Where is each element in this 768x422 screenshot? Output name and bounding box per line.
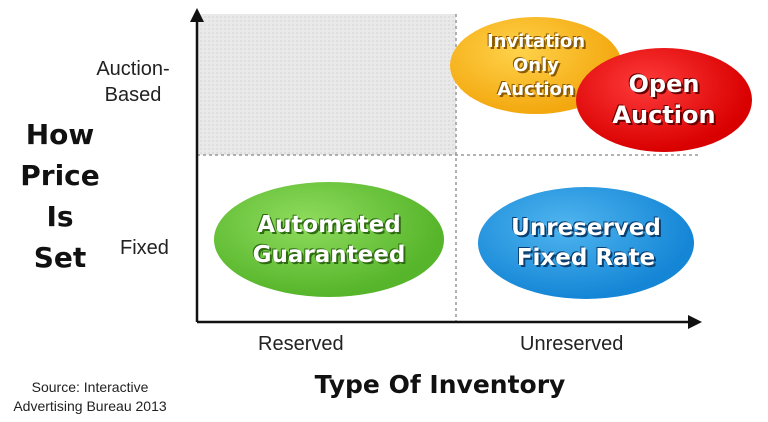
invitation-only-auction-label: Invitation Only Auction [486,30,586,100]
open-auction-label: Open Auction [612,70,716,129]
y-title-line-4: Set [33,241,87,274]
y-title-line-2: Price [20,159,100,192]
unreserved-fixed-rate-label: Unreserved Fixed Rate [511,215,661,271]
y-title-line-3: Is [46,200,74,233]
open-auction-ellipse: Open Auction [576,48,752,152]
automated-guaranteed-ellipse: Automated Guaranteed [214,182,444,297]
source-note: Source: Interactive Advertising Bureau 2… [13,379,167,414]
empty-quadrant [197,14,456,155]
x-axis-title: Type Of Inventory [314,370,566,399]
x-axis-arrow [688,315,702,329]
unreserved-fixed-rate-ellipse: Unreserved Fixed Rate [478,187,694,299]
x-tick-reserved: Reserved [258,333,344,355]
y-axis-title: How Price Is Set [5,114,115,278]
x-tick-unreserved: Unreserved [520,333,624,355]
y-axis-arrow [190,8,204,22]
y-title-line-1: How [25,118,95,151]
automated-guaranteed-label: Automated Guaranteed [252,211,406,268]
y-tick-fixed: Fixed [120,237,169,259]
y-tick-auction-based: Auction- Based [96,58,170,106]
